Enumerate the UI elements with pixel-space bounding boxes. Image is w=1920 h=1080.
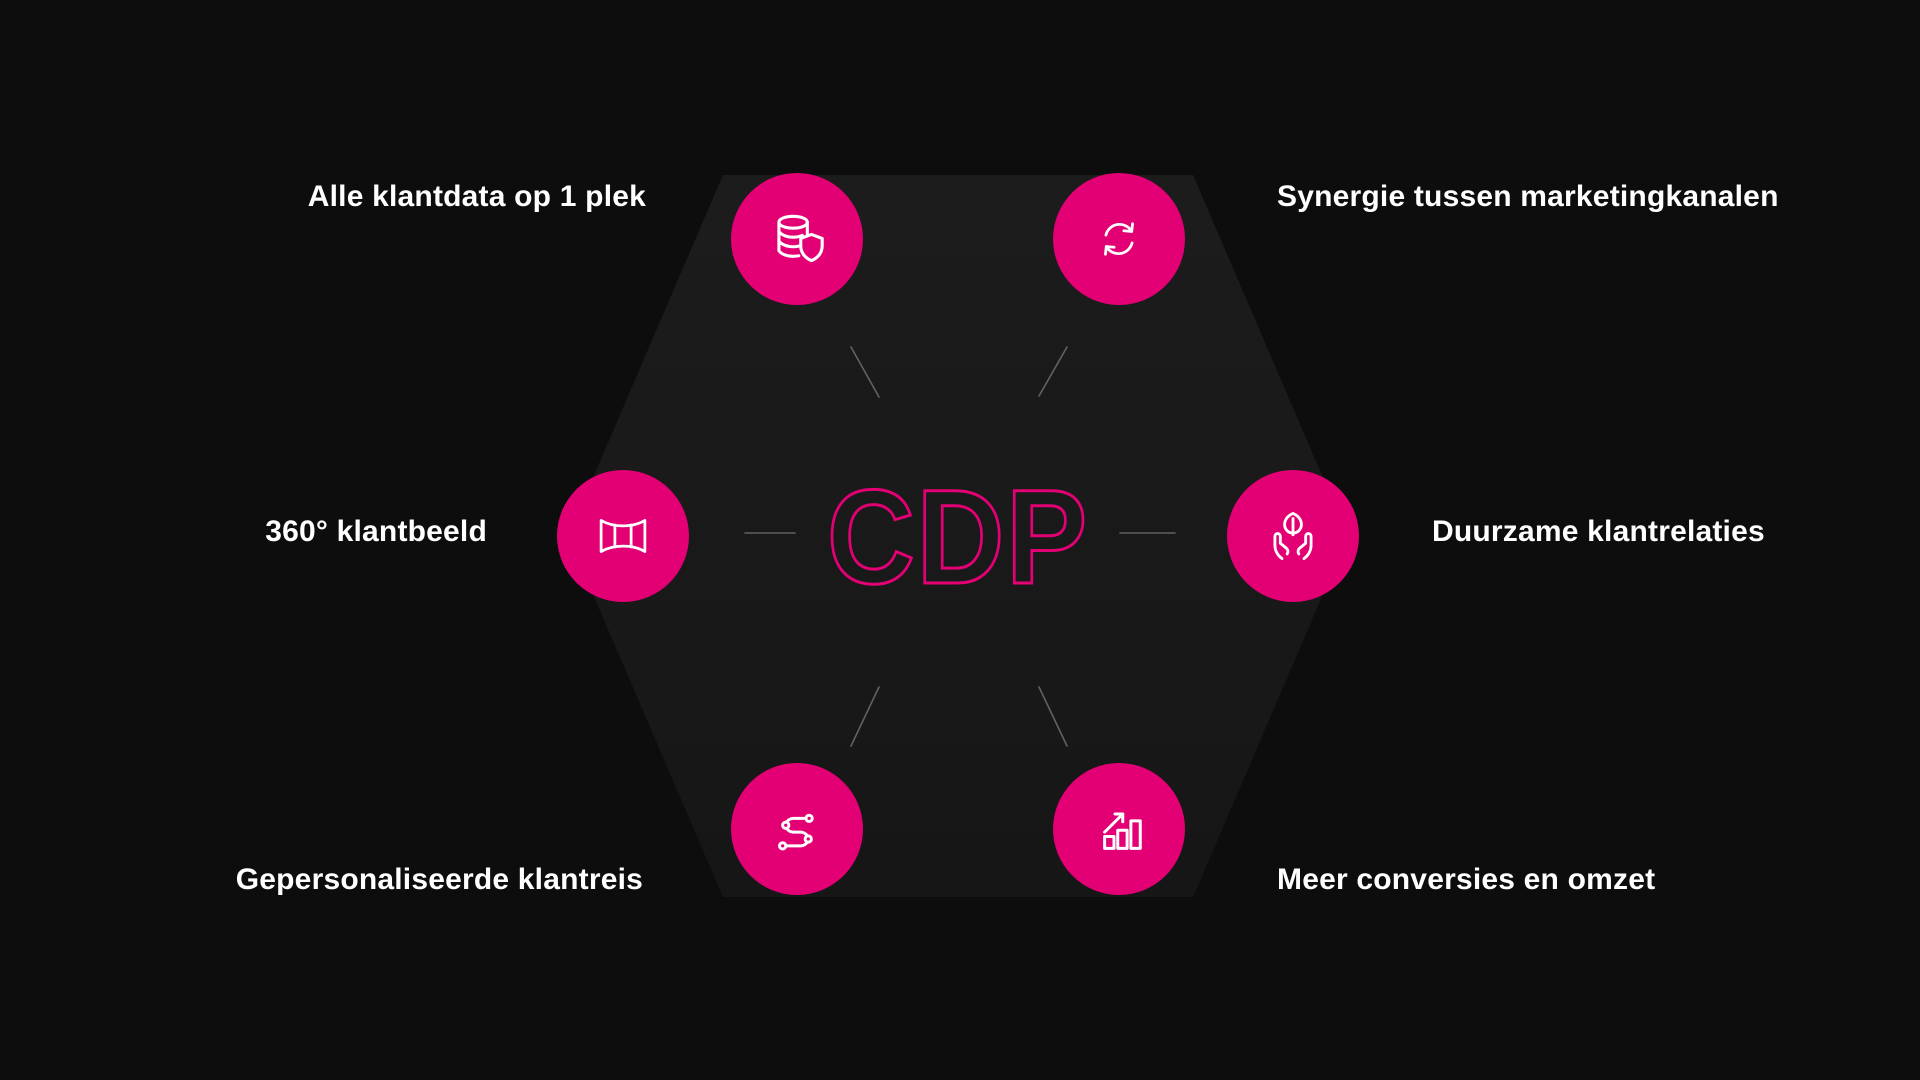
benefit-label-conversion: Meer conversies en omzet xyxy=(1277,863,1656,896)
benefit-label-relations: Duurzame klantrelaties xyxy=(1432,515,1765,548)
benefit-node-data-one-place xyxy=(731,173,863,305)
benefit-label-synergy: Synergie tussen marketingkanalen xyxy=(1277,180,1779,213)
connector-bottom-right xyxy=(1038,686,1068,747)
database-shield-icon xyxy=(777,214,824,263)
connector-top-right xyxy=(1038,346,1068,397)
customer-journey-route-icon xyxy=(778,813,814,851)
benefit-label-journey: Gepersonaliseerde klantreis xyxy=(235,863,643,896)
benefit-label-customer-view: 360° klantbeeld xyxy=(265,515,487,548)
panorama-icon xyxy=(599,519,647,553)
benefit-node-customer-view xyxy=(557,470,689,602)
connector-bottom-left xyxy=(850,686,880,747)
hexagon-shape xyxy=(568,175,1348,897)
benefit-label-data-one-place: Alle klantdata op 1 plek xyxy=(307,180,646,213)
hands-holding-leaf-icon xyxy=(1273,511,1313,561)
growth-bar-chart-icon xyxy=(1103,812,1142,850)
sync-arrows-icon xyxy=(1104,222,1134,256)
benefit-node-relations xyxy=(1227,470,1359,602)
connector-top-left xyxy=(850,346,880,398)
cdp-wordmark: CDP xyxy=(827,463,1089,612)
benefit-node-conversion xyxy=(1053,763,1185,895)
benefit-node-journey xyxy=(731,763,863,895)
connector-lines xyxy=(744,346,1176,747)
benefit-node-synergy xyxy=(1053,173,1185,305)
